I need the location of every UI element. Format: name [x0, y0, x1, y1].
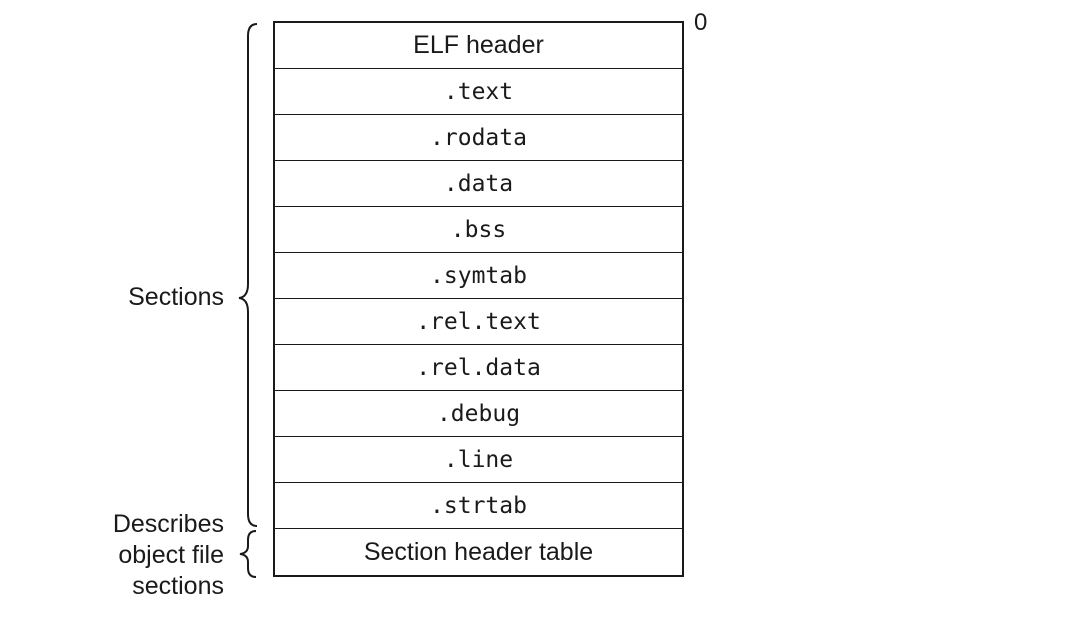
describes-label: Describes object file sections [113, 509, 224, 602]
describes-line-1: Describes [112, 510, 224, 538]
elf-row-1: .text [275, 69, 682, 115]
sections-label: Sections [128, 283, 224, 311]
describes-brace [239, 530, 257, 578]
elf-row-4: .bss [275, 207, 682, 253]
elf-layout-table: ELF header .text .rodata .data .bss .sym… [273, 21, 684, 577]
elf-row-8: .debug [275, 391, 682, 437]
elf-row-3: .data [275, 161, 682, 207]
sections-brace [238, 23, 258, 527]
elf-row-11: Section header table [363, 537, 594, 566]
elf-row-5: .symtab [275, 253, 682, 299]
describes-line-2: object file [118, 541, 224, 569]
elf-row-0: ELF header [275, 23, 682, 69]
elf-row-2: .rodata [275, 115, 682, 161]
describes-line-3: sections [132, 572, 224, 600]
elf-row-10: .strtab [275, 483, 682, 529]
elf-row-7: .rel.data [275, 345, 682, 391]
offset-zero-label: 0 [694, 9, 708, 36]
elf-row-9: .line [275, 437, 682, 483]
elf-row-6: .rel.text [275, 299, 682, 345]
